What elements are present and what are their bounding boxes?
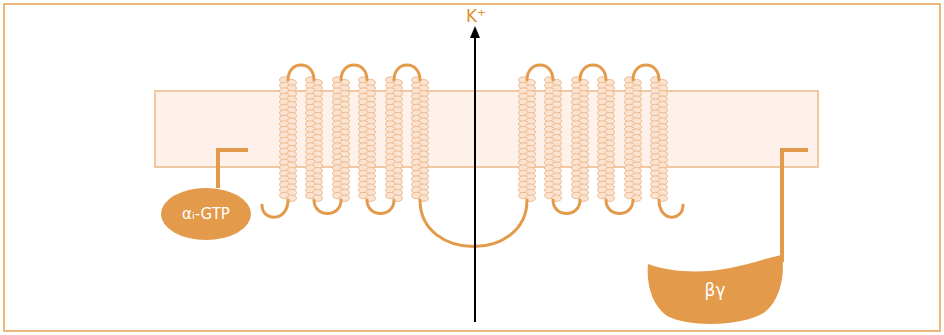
frame [4,4,940,331]
membrane-band [155,91,818,167]
alpha-subunit-outline [161,188,251,240]
loops [262,65,683,247]
beta-gamma-subunit: βγ [645,254,785,326]
subunit-label: αᵢ-GTP [182,205,230,223]
k-flow-arrow [470,26,480,322]
helices [280,77,668,202]
subunit-label: βγ [705,280,726,300]
lipid-anchors [218,150,808,262]
alpha-subunit: αᵢ-GTP [160,187,252,241]
ion-label: K⁺ [464,6,488,26]
beta-gamma-subunit-outline [648,255,783,324]
